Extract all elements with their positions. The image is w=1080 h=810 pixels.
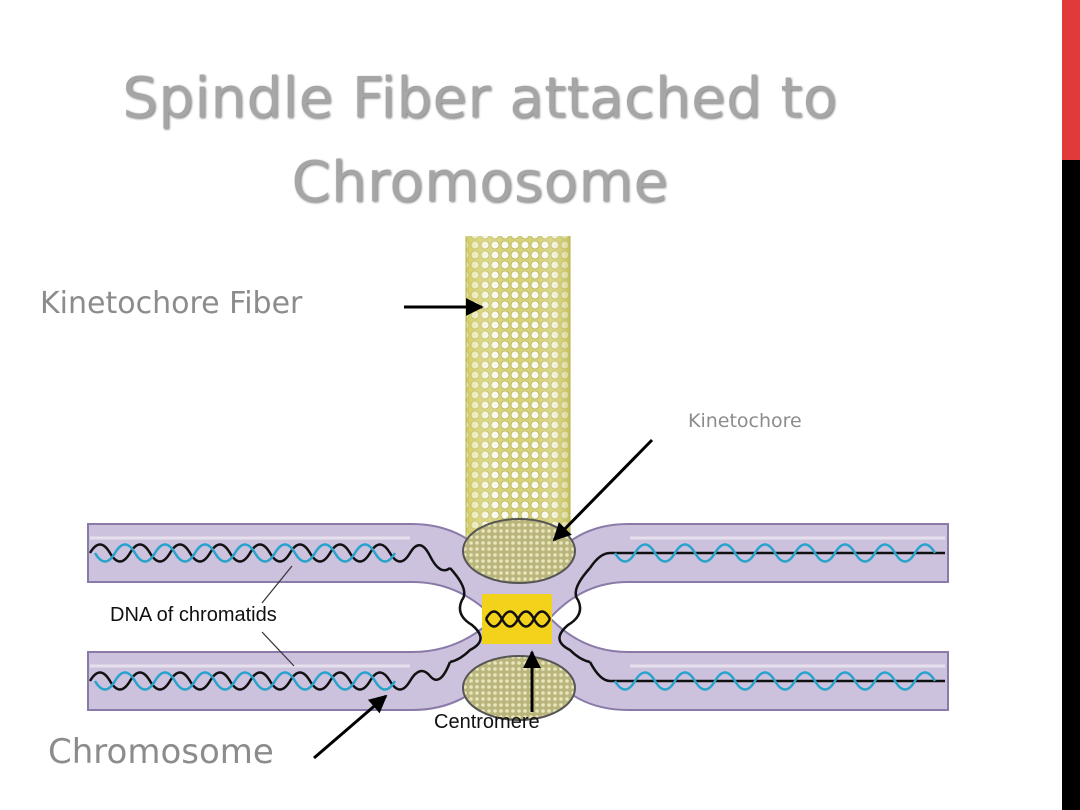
dna-helix [88, 543, 945, 691]
label-chromosome: Chromosome [48, 732, 274, 772]
helix-upper-right-a [588, 551, 945, 569]
kinetochore-upper [462, 518, 576, 584]
label-kinetochore-fiber: Kinetochore Fiber [40, 286, 303, 321]
kinetochore-lower [462, 655, 576, 721]
helix-lower-right-b [613, 671, 937, 691]
helix-upper-left-b [93, 543, 397, 563]
helix-centromere-b [484, 610, 552, 628]
helix-lower-left-a [88, 661, 452, 691]
dna-pointer-upper [261, 565, 293, 604]
helix-lower-right-a [588, 661, 945, 683]
helix-center-x2 [558, 567, 591, 664]
accent-bar-black [1062, 160, 1080, 810]
kinetochore-fiber [465, 236, 571, 546]
dna-pointer-lower [261, 631, 295, 667]
arrow-chromosome [313, 694, 388, 760]
helix-upper-left-a [88, 543, 451, 572]
label-dna-of-chromatids: DNA of chromatids [107, 604, 280, 627]
label-centromere: Centromere [434, 711, 540, 733]
arrow-kinetochore [552, 438, 654, 542]
label-kinetochore: Kinetochore [688, 410, 802, 432]
accent-bar-red [1062, 0, 1080, 160]
helix-upper-right-b [613, 543, 937, 563]
slide-title-line-1: Spindle Fiber attached to [122, 66, 838, 131]
chromatids [87, 523, 949, 711]
helix-lower-left-b [93, 671, 397, 691]
helix-center-x [449, 567, 482, 664]
slide-title-line-2: Chromosome [291, 150, 669, 215]
